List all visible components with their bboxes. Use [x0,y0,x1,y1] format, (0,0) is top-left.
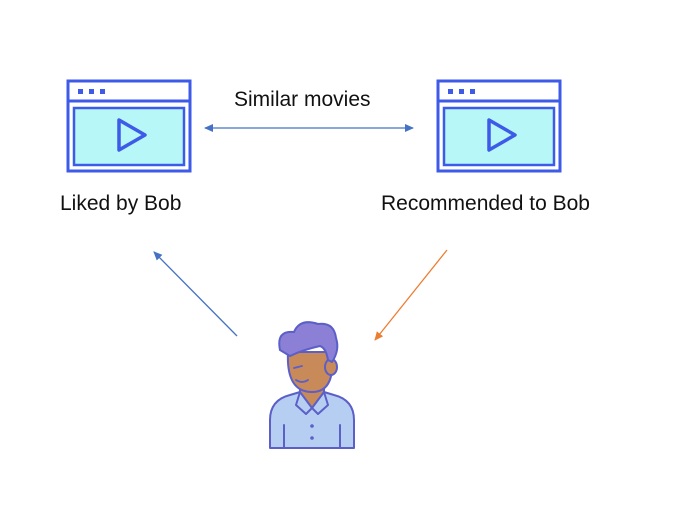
person-avatar-icon [269,321,355,449]
similar-movies-label: Similar movies [234,88,371,111]
liked-by-bob-label: Liked by Bob [60,192,182,215]
recommended-to-bob-label: Recommended to Bob [381,192,590,215]
movie-window-right-icon [436,79,562,173]
play-icon [487,118,517,152]
recommended-arrow [374,249,448,341]
movie-window-left-icon [66,79,192,173]
play-icon [117,118,147,152]
liked-arrow [153,251,238,337]
